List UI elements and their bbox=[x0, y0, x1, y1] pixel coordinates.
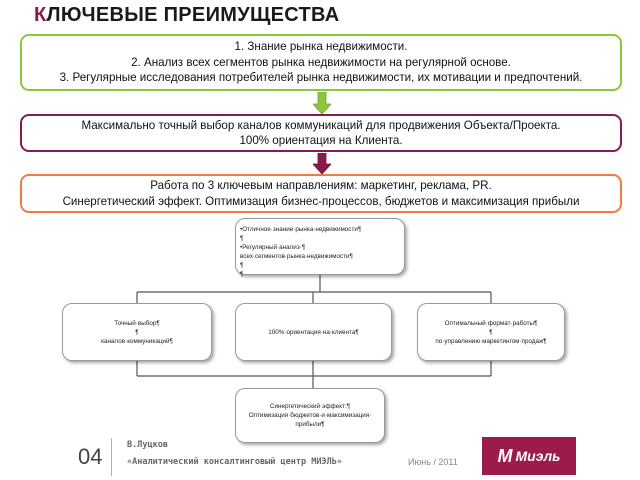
diagram-node-market-knowledge: •Отличное·знание·рынка·недвижимости¶ ¶ •… bbox=[235, 218, 405, 278]
box2-line-2: 100% ориентация на Клиента. bbox=[239, 134, 403, 147]
advantage-box-communication-channels: Максимально точный выбор каналов коммуни… bbox=[20, 114, 622, 152]
diagram-bottom-line-3: прибыли¶ bbox=[295, 421, 325, 428]
advantage-box-key-directions: Работа по 3 ключевым направлениям: марке… bbox=[20, 174, 622, 213]
advantage-box-market-knowledge: 1. Знание рынка недвижимости. 2. Анализ … bbox=[20, 34, 622, 91]
footer-date: Июнь / 2011 bbox=[408, 457, 458, 467]
diagram-node-synergy: Синергетический·эффект:¶ Оптимизация·бюд… bbox=[235, 388, 385, 443]
footer-author: В.Луцков bbox=[127, 440, 168, 450]
footer-organization: «Аналитический консалтинговый центр МИЭЛ… bbox=[127, 457, 342, 467]
diagram-node-client-orientation: 100%·ориентация·на·клиента¶ bbox=[235, 303, 392, 361]
title-rest: ЛЮЧЕВЫЕ ПРЕИМУЩЕСТВА bbox=[46, 4, 340, 26]
diagram-top-line-4: всех·сегментов·рынка·недвижимости¶ bbox=[240, 253, 353, 260]
box1-line-3: 3. Регулярные исследования потребителей … bbox=[59, 71, 583, 85]
logo-text: Миэль bbox=[515, 448, 561, 464]
diagram-right-line-3: по·управлению·маркетингом·продаж¶ bbox=[435, 337, 547, 345]
diagram-node-work-format: Оптимальный·формат·работы¶ ¶ по·управлен… bbox=[417, 303, 565, 361]
title-first-letter: К bbox=[34, 4, 47, 26]
diagram-top-line-5: ¶ bbox=[240, 262, 244, 269]
diagram-top-line-2: ¶ bbox=[240, 235, 244, 242]
box1-line-2: 2. Анализ всех сегментов рынка недвижимо… bbox=[131, 55, 511, 69]
company-logo: M Миэль bbox=[482, 437, 576, 475]
diagram-bottom-line-2: Оптимизация·бюджетов·и·максимизация· bbox=[248, 412, 372, 419]
hierarchy-diagram: •Отличное·знание·рынка·недвижимости¶ ¶ •… bbox=[60, 216, 575, 448]
page-title: КЛЮЧЕВЫЕ ПРЕИМУЩЕСТВА bbox=[34, 4, 340, 27]
diagram-connectors bbox=[136, 275, 492, 388]
diagram-mid-line-1: 100%·ориентация·на·клиента¶ bbox=[268, 328, 359, 336]
box3-line-1: Работа по 3 ключевым направлениям: марке… bbox=[150, 179, 492, 192]
diagram-node-channel-selection: Точный·выбор¶ ¶ каналов·коммуникаций¶ bbox=[62, 303, 212, 361]
diagram-bottom-line-1: Синергетический·эффект:¶ bbox=[269, 403, 351, 410]
footer-divider bbox=[111, 438, 112, 476]
diagram-left-line-1: Точный·выбор¶ bbox=[114, 319, 160, 327]
box3-line-2: Синергетический эффект. Оптимизация бизн… bbox=[62, 194, 580, 208]
diagram-top-line-6: ¶ bbox=[240, 271, 244, 278]
diagram-right-line-2: ¶ bbox=[489, 328, 493, 336]
logo-mark-icon: M bbox=[497, 445, 513, 466]
diagram-left-line-2: ¶ bbox=[135, 328, 139, 336]
diagram-right-line-1: Оптимальный·формат·работы¶ bbox=[444, 319, 538, 327]
down-arrow-purple-icon bbox=[313, 153, 331, 174]
diagram-left-line-3: каналов·коммуникаций¶ bbox=[101, 337, 173, 345]
diagram-top-line-1: •Отличное·знание·рынка·недвижимости¶ bbox=[240, 226, 362, 233]
down-arrow-green-icon bbox=[313, 92, 331, 114]
diagram-top-line-3: •Регулярный·анализ·¶ bbox=[240, 244, 306, 251]
box2-line-1: Максимально точный выбор каналов коммуни… bbox=[81, 118, 561, 132]
page-number: 04 bbox=[78, 444, 103, 469]
box1-line-1: 1. Знание рынка недвижимости. bbox=[234, 40, 408, 54]
